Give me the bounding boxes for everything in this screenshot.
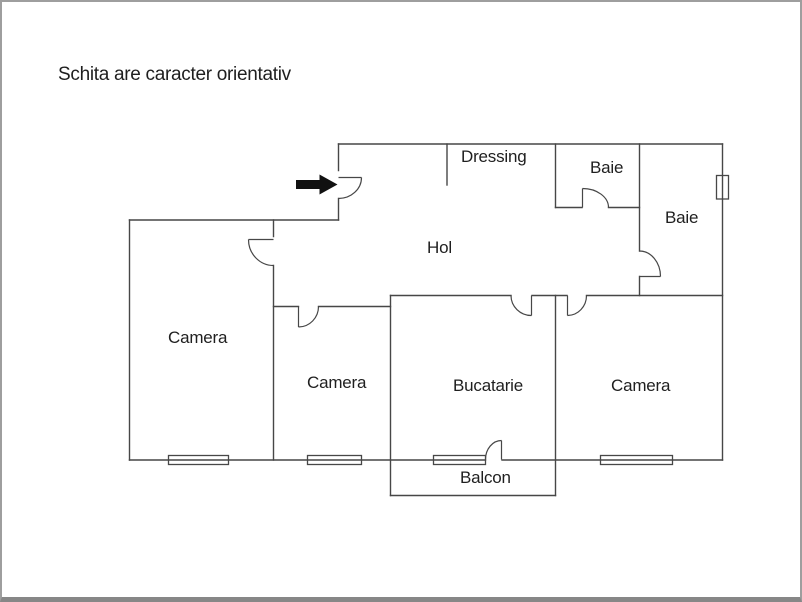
bucatarie-door: [510, 295, 533, 317]
room-label-baie-small: Baie: [590, 158, 624, 177]
disclaimer-note: Schita are caracter orientativ: [58, 64, 291, 85]
camera3-window: [599, 454, 674, 466]
bucatarie-window: [432, 454, 487, 466]
windows: [167, 174, 730, 466]
room-label-bucatarie: Bucatarie: [453, 376, 524, 395]
camera3-door: [566, 295, 588, 317]
camera2-door: [297, 306, 320, 328]
baie-large-door: [639, 250, 662, 278]
camera1-door: [247, 238, 274, 267]
room-label-camera-3: Camera: [611, 376, 671, 395]
room-label-dressing: Dressing: [461, 147, 527, 166]
room-label-hol: Hol: [427, 238, 452, 257]
room-label-camera-2: Camera: [307, 373, 367, 392]
camera2-window: [306, 454, 363, 466]
baie-large-window: [715, 174, 730, 200]
balcon-door: [484, 439, 503, 460]
entrance-arrow-icon: [296, 174, 338, 195]
entrance-door: [338, 176, 363, 200]
room-label-balcon: Balcon: [460, 468, 511, 487]
baie-small-door: [581, 187, 610, 208]
walls: [128, 143, 724, 497]
room-label-baie-large: Baie: [665, 208, 699, 227]
room-label-camera-1: Camera: [168, 328, 228, 347]
camera1-window: [167, 454, 230, 466]
